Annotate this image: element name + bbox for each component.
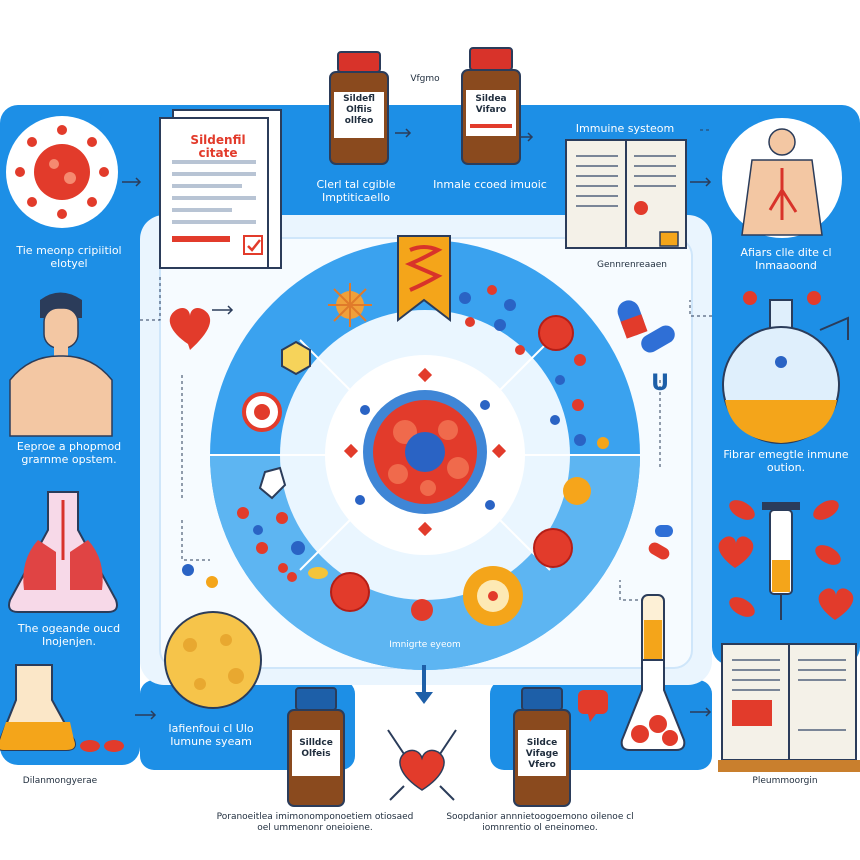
molecule-node — [253, 525, 263, 535]
bottom-center-caption-1: Poranoeitlea imimonomponoetiem otiosaed … — [216, 812, 414, 833]
man-portrait-icon — [8, 288, 128, 437]
human-body-icon — [722, 118, 842, 238]
heart-icon — [399, 749, 445, 791]
center-bottom-caption: Imnigrte eyeom — [389, 640, 461, 650]
molecule-node — [256, 542, 268, 554]
beaker-icon — [0, 664, 76, 751]
hexagon-molecule — [281, 340, 311, 376]
molecule-node — [237, 507, 249, 519]
pill-bottle-bottom-right — [513, 687, 571, 807]
left-bottom-caption: Dilanmongyerae — [22, 776, 98, 786]
virus-small-orange — [328, 283, 372, 327]
gear-icon — [463, 566, 523, 626]
pill-red — [80, 740, 100, 752]
heart-icon — [718, 536, 754, 568]
book-caption: Gennrenreaaen — [597, 260, 667, 270]
bottle-label-bottom-right: Sildce Vifage Vfero — [525, 738, 559, 770]
left-top-caption: Tie meonp cripiitiol elotyel — [16, 244, 122, 270]
pill-bottle-bottom-left — [287, 687, 345, 807]
molecule-chain — [459, 285, 525, 355]
molecule-node — [182, 564, 194, 576]
molecule-node — [597, 437, 609, 449]
pill-red — [813, 500, 839, 520]
pill-capsule — [617, 300, 648, 339]
bottle-label-top-left: Sildefl Olfiis ollfeo — [343, 94, 375, 126]
orange-banner-icon — [397, 235, 451, 323]
down-arrow-head — [415, 692, 433, 704]
right-mid-caption: Fibrar emegtle inmune oution. — [723, 448, 849, 474]
pill-bottle-top-right — [461, 47, 521, 165]
molecule-node — [278, 563, 288, 573]
caption-bottle-right: Inmale ccoed imuoic — [433, 178, 547, 191]
speech-bubble-icon — [578, 690, 608, 722]
molecule-node — [291, 541, 305, 555]
pill-capsule — [641, 325, 675, 353]
top-mid-caption: Vfgmo — [410, 74, 440, 84]
immune-system-top-label: Immuine systeom — [575, 122, 675, 135]
bottle-label-top-right: Sildea Vifaro — [475, 94, 507, 115]
bottom-right-caption: Pleummoorgin — [752, 776, 818, 786]
molecule-node — [555, 375, 565, 385]
molecule-node — [206, 576, 218, 588]
central-immune-cell — [343, 367, 507, 537]
red-blood-cell — [538, 315, 574, 351]
molecule-node — [287, 572, 297, 582]
molecule-node — [276, 512, 288, 524]
capsule-yellow — [308, 567, 328, 579]
document-icon — [159, 109, 282, 269]
pill-capsule — [648, 525, 673, 560]
virus-large-red — [6, 116, 118, 228]
vessel-lines — [387, 729, 457, 801]
heart-icon — [169, 307, 211, 350]
pill-red — [729, 597, 755, 617]
orange-sphere — [563, 477, 591, 505]
red-blood-cell — [533, 528, 573, 568]
pill-red — [104, 740, 124, 752]
crystal-icon — [258, 466, 287, 500]
bottom-left-caption: Iafienfoui cl Ulo Iumune syeam — [168, 722, 254, 748]
flask-red-cells-icon — [620, 659, 686, 751]
pill-bottle-top-left — [329, 51, 389, 165]
molecule-node — [411, 599, 433, 621]
arrows — [122, 128, 712, 720]
red-blood-cell — [330, 572, 370, 612]
left-lung-caption: The ogeande oucd Inojenjen. — [17, 622, 121, 648]
lungs-flask-icon — [8, 491, 118, 613]
bottom-center-caption-2: Soopdanior annnietoogoemono oilenoe cl i… — [446, 812, 634, 833]
molecule-node — [550, 415, 560, 425]
molecule-node — [743, 291, 757, 305]
heart-icon — [818, 588, 854, 620]
pill-red — [729, 500, 755, 520]
dashed-connectors — [140, 129, 712, 601]
document-title: Sildenfil citate — [190, 133, 246, 160]
molecule-node — [807, 291, 821, 305]
pill-red — [815, 545, 841, 565]
caption-bottle-left: Clerl tal cgible Imptiticaello — [316, 178, 396, 204]
open-book-icon — [565, 139, 687, 249]
spoke — [499, 339, 551, 391]
target-icon — [242, 392, 282, 432]
open-book-icon — [718, 643, 860, 772]
virus-yellow-icon — [164, 611, 262, 709]
right-top-caption: Afiars clle dite cl Inmaaoond — [740, 246, 832, 272]
molecule-node — [574, 434, 586, 446]
molecule-node — [572, 399, 584, 411]
round-flask-icon — [722, 299, 849, 444]
bottle-label-bottom-left: Silldce Olfeis — [299, 738, 333, 759]
molecule-node — [574, 354, 586, 366]
syringe-icon — [762, 502, 800, 620]
center-u-letter: U — [651, 371, 669, 396]
spoke — [299, 519, 351, 571]
left-mid-caption: Eeproe a phopmod grarnme opstem. — [16, 440, 122, 466]
